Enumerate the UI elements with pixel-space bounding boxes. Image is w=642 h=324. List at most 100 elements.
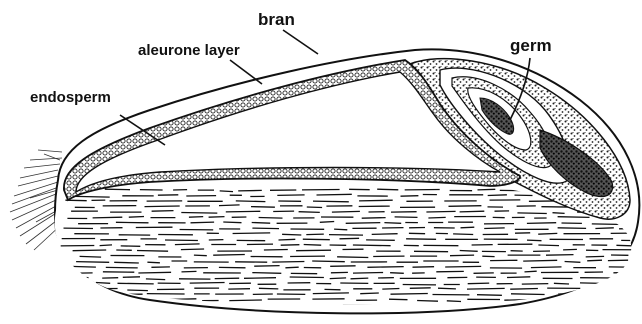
- fiber-stroke: [220, 191, 233, 192]
- fiber-stroke: [313, 293, 349, 294]
- fiber-stroke: [96, 283, 110, 284]
- fiber-stroke: [488, 195, 507, 196]
- fiber-stroke: [189, 217, 203, 218]
- fiber-stroke: [100, 245, 112, 246]
- fiber-stroke: [209, 217, 225, 218]
- fiber-stroke: [296, 250, 331, 251]
- fiber-stroke: [360, 293, 379, 294]
- fiber-stroke: [595, 228, 613, 229]
- fiber-stroke: [165, 240, 198, 241]
- fiber-stroke: [76, 262, 109, 263]
- fiber-stroke: [137, 251, 168, 252]
- fiber-stroke: [312, 261, 345, 262]
- fiber-stroke: [236, 201, 266, 202]
- fiber-stroke: [330, 278, 346, 279]
- fiber-stroke: [252, 228, 279, 229]
- fiber-stroke: [251, 207, 275, 208]
- fiber-stroke: [389, 299, 408, 300]
- fiber-stroke: [299, 212, 320, 213]
- fiber-stroke: [597, 305, 633, 306]
- fiber-stroke: [279, 239, 296, 240]
- fiber-stroke: [138, 272, 171, 273]
- fiber-stroke: [175, 244, 200, 245]
- fiber-stroke: [616, 245, 633, 246]
- endosperm-label: endosperm: [30, 89, 111, 106]
- fiber-stroke: [587, 260, 602, 261]
- fiber-stroke: [213, 255, 245, 256]
- fiber-stroke: [525, 271, 537, 272]
- fiber-stroke: [146, 279, 165, 280]
- fiber-stroke: [181, 213, 217, 214]
- fiber-stroke: [116, 222, 149, 223]
- fiber-stroke: [277, 195, 304, 196]
- fiber-stroke: [118, 283, 154, 284]
- fiber-stroke: [74, 277, 88, 278]
- fiber-stroke: [244, 278, 276, 279]
- fiber-stroke: [129, 217, 144, 218]
- fiber-stroke: [93, 217, 123, 218]
- fiber-stroke: [478, 189, 496, 190]
- fiber-stroke: [447, 301, 461, 302]
- fiber-stroke: [558, 217, 590, 218]
- fiber-stroke: [546, 255, 574, 256]
- germ-label: germ: [510, 36, 552, 55]
- fiber-stroke: [117, 304, 144, 305]
- fiber-stroke: [531, 267, 562, 268]
- fiber-stroke: [259, 288, 278, 289]
- fiber-stroke: [553, 213, 565, 214]
- fiber-stroke: [285, 267, 298, 268]
- fiber-stroke: [223, 222, 241, 223]
- fiber-stroke: [219, 205, 240, 206]
- fiber-stroke: [428, 217, 445, 218]
- fiber-stroke: [75, 306, 108, 307]
- fiber-stroke: [306, 234, 324, 235]
- fiber-stroke: [330, 266, 355, 267]
- fiber-stroke: [438, 288, 456, 289]
- fiber-stroke: [61, 284, 84, 285]
- fiber-stroke: [340, 238, 360, 239]
- fiber-stroke: [252, 273, 281, 274]
- fiber-stroke: [417, 301, 438, 302]
- bran-leader: [283, 30, 318, 54]
- fiber-stroke: [401, 196, 419, 197]
- fiber-stroke: [620, 289, 642, 290]
- fiber-stroke: [395, 217, 418, 218]
- fiber-stroke: [254, 266, 279, 267]
- fiber-stroke: [353, 273, 383, 274]
- fiber-stroke: [372, 234, 398, 235]
- fiber-stroke: [527, 240, 542, 241]
- fiber-stroke: [313, 201, 349, 202]
- fiber-stroke: [73, 250, 107, 251]
- fiber-stroke: [190, 283, 225, 284]
- fiber-stroke: [450, 255, 474, 256]
- fiber-stroke: [346, 223, 381, 224]
- fiber-stroke: [317, 194, 352, 195]
- fiber-stroke: [229, 300, 262, 301]
- fiber-stroke: [80, 256, 102, 257]
- fiber-stroke: [538, 233, 557, 234]
- fiber-stroke: [460, 251, 478, 252]
- fiber-stroke: [233, 233, 271, 234]
- fiber-stroke: [477, 295, 502, 296]
- fiber-stroke: [105, 189, 130, 190]
- fiber-stroke: [426, 211, 455, 212]
- fiber-stroke: [558, 228, 587, 229]
- fiber-stroke: [194, 255, 207, 256]
- fiber-stroke: [517, 213, 546, 214]
- fiber-stroke: [272, 262, 304, 263]
- fiber-stroke: [467, 288, 505, 289]
- fiber-stroke: [191, 222, 215, 223]
- fiber-stroke: [259, 218, 283, 219]
- fiber-stroke: [334, 229, 347, 230]
- fiber-stroke: [390, 273, 404, 274]
- fiber-stroke: [147, 262, 160, 263]
- aleurone-layer-label: aleurone layer: [138, 42, 240, 59]
- fiber-stroke: [182, 271, 197, 272]
- fiber-stroke: [507, 277, 530, 278]
- fiber-stroke: [445, 266, 481, 267]
- fiber-stroke: [353, 245, 391, 246]
- fiber-stroke: [75, 196, 109, 197]
- fiber-stroke: [238, 190, 262, 191]
- fiber-stroke: [303, 239, 330, 240]
